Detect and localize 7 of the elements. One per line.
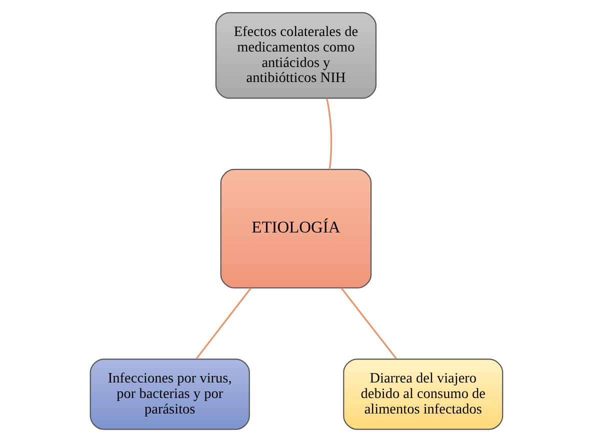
node-box: Efectos colaterales de medicamentos como antiácidos y antibiótticos NIH [214,12,376,99]
node-box: ETIOLOGÍA [220,168,372,288]
connector [195,288,251,360]
node-box: Infecciones por virus, por bacterias y por parásitos [89,358,250,430]
node-box: Diarrea del viajero debido al consumo de alimentos infectados [342,358,503,430]
connector [326,98,332,170]
connector [340,288,397,360]
